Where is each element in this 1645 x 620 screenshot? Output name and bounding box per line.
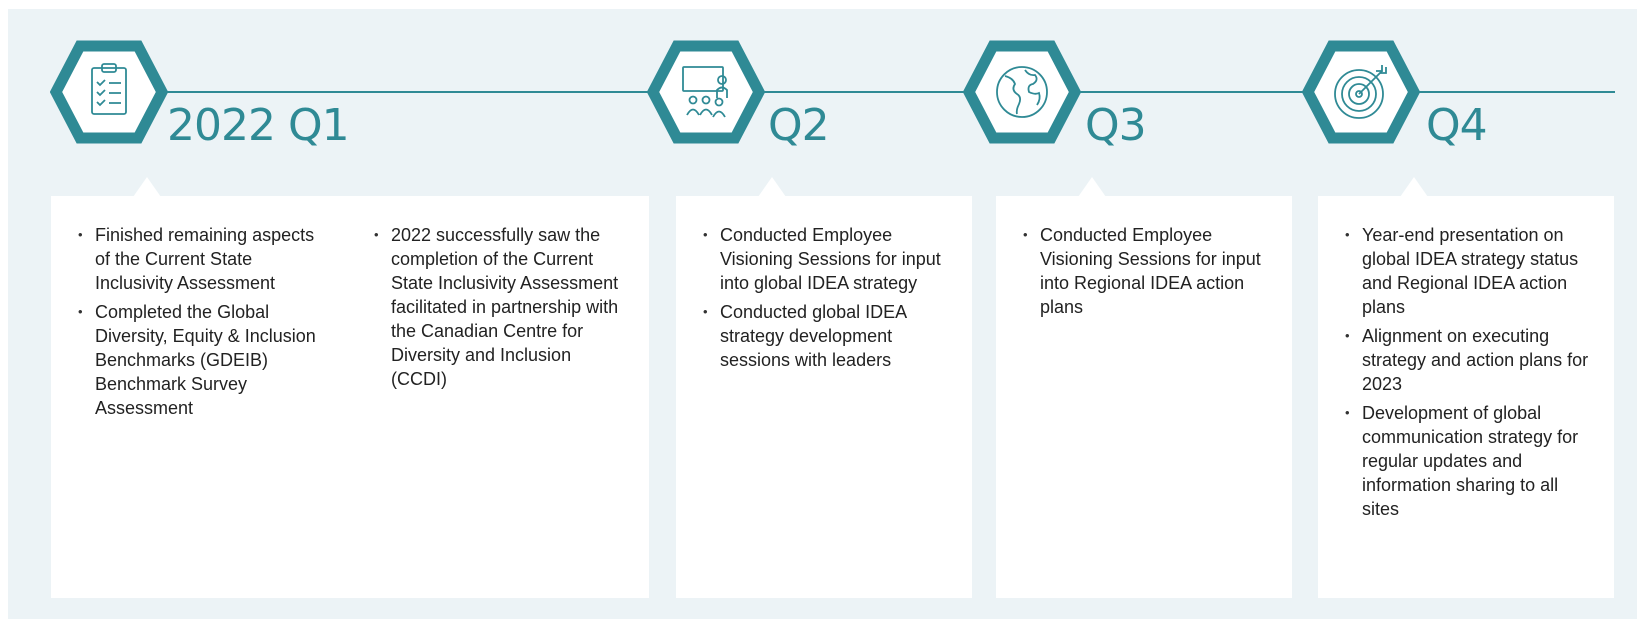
milestone-label-q3: Q3	[1085, 100, 1147, 151]
milestone-label-q4: Q4	[1426, 100, 1488, 151]
q1-bullet-list-left: Finished remaining aspects of the Curren…	[78, 223, 318, 425]
presentation-audience-icon	[647, 40, 765, 144]
milestone-card-q2: Conducted Employee Visioning Sessions fo…	[676, 177, 972, 598]
q3-bullet-list: Conducted Employee Visioning Sessions fo…	[1023, 223, 1263, 324]
q4-bullet-list: Year-end presentation on global IDEA str…	[1345, 223, 1595, 526]
milestone-card-q1: Finished remaining aspects of the Curren…	[51, 177, 649, 598]
list-item: Conducted Employee Visioning Sessions fo…	[703, 223, 953, 295]
clipboard-checklist-icon	[50, 40, 168, 144]
q1-bullet-list-right: 2022 successfully saw the completion of …	[374, 223, 622, 396]
target-arrow-icon	[1302, 40, 1420, 144]
list-item: 2022 successfully saw the completion of …	[374, 223, 622, 391]
milestone-label-q2: Q2	[768, 100, 830, 151]
list-item: Year-end presentation on global IDEA str…	[1345, 223, 1595, 319]
list-item: Development of global communication stra…	[1345, 401, 1595, 521]
milestone-card-q3: Conducted Employee Visioning Sessions fo…	[996, 177, 1292, 598]
list-item: Conducted global IDEA strategy developme…	[703, 300, 953, 372]
list-item: Completed the Global Diversity, Equity &…	[78, 300, 318, 420]
milestone-card-q4: Year-end presentation on global IDEA str…	[1318, 177, 1614, 598]
list-item: Alignment on executing strategy and acti…	[1345, 324, 1595, 396]
globe-icon	[963, 40, 1081, 144]
timeline-line	[150, 91, 1615, 93]
q2-bullet-list: Conducted Employee Visioning Sessions fo…	[703, 223, 953, 377]
milestone-label-q1: 2022 Q1	[167, 100, 350, 151]
list-item: Conducted Employee Visioning Sessions fo…	[1023, 223, 1263, 319]
list-item: Finished remaining aspects of the Curren…	[78, 223, 318, 295]
